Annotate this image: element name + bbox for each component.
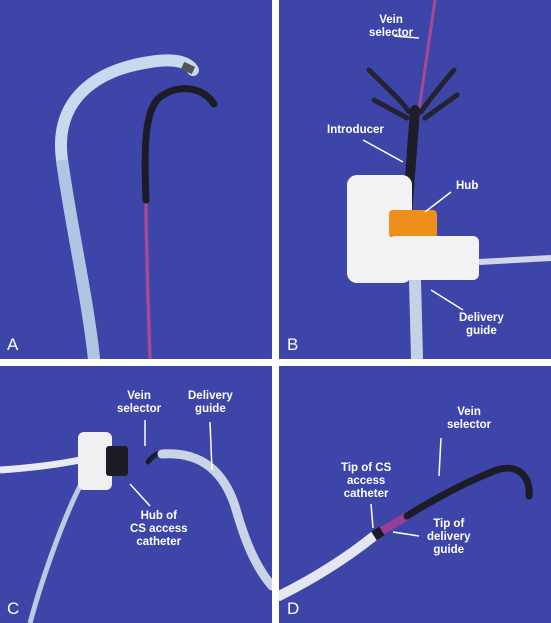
hub-black [106,446,128,476]
panel-d-photo [279,366,551,623]
label-hub-of-cs-access-catheter: Hub of CS access catheter [130,510,188,548]
arrow-tip-of-cs-access-catheter [370,503,374,529]
arrow-delivery-guide [430,289,464,311]
arrow-introducer [362,139,404,163]
vein-selector-shaft [144,199,152,359]
delivery-guide-black [141,85,218,204]
delivery-guide-shaft [157,449,272,591]
panel-d: Vein selector Tip of CS access catheter … [279,366,551,623]
delivery-guide-shaft [409,279,423,359]
panel-letter: A [7,335,19,354]
panel-letter: B [287,335,299,354]
delivery-guide-tip [379,512,410,535]
label-delivery-guide: Delivery guide [188,390,233,415]
vein-selector-shaft [417,0,437,111]
vein-selector-body [403,464,533,520]
clip-body [78,432,112,490]
panel-b-photo [279,0,551,359]
label-delivery-guide: Delivery guide [459,312,504,337]
cs-access-catheter-tip-band [371,526,385,541]
panel-c: Vein selector Delivery guide Hub of CS a… [0,366,272,623]
label-vein-selector: Vein selector [447,406,492,431]
panel-a: A [0,0,272,359]
label-tip-of-cs-access-catheter: Tip of CS access catheter [341,462,392,500]
label-vein-selector: Vein selector [369,14,414,39]
arrow-delivery-guide [209,421,213,471]
arrow-hub-of-cs-access-catheter [129,483,151,507]
panel-b: Vein selector Introducer Hub Delivery gu… [279,0,551,359]
panel-a-photo [0,0,272,359]
hub-orange [389,210,437,238]
arrow-vein-selector [393,35,420,39]
catheter-tip [180,61,196,75]
label-introducer: Introducer [327,124,384,136]
panel-c-photo [0,366,272,623]
label-hub: Hub [456,180,479,192]
side-tube [27,484,83,623]
catheter-left [0,456,81,474]
arrow-tip-of-delivery-guide [392,531,420,537]
panel-letter: D [287,599,300,618]
panel-letter: C [7,599,20,618]
cs-access-catheter [279,531,379,601]
label-vein-selector: Vein selector [117,390,162,415]
side-tube [478,255,551,265]
valve-body [389,236,479,280]
arrow-hub [424,191,452,213]
peel-away-handles [366,67,460,121]
label-tip-of-delivery-guide: Tip of delivery guide [427,518,471,556]
catheter-sheath [56,159,100,359]
arrow-vein-selector [438,437,442,477]
